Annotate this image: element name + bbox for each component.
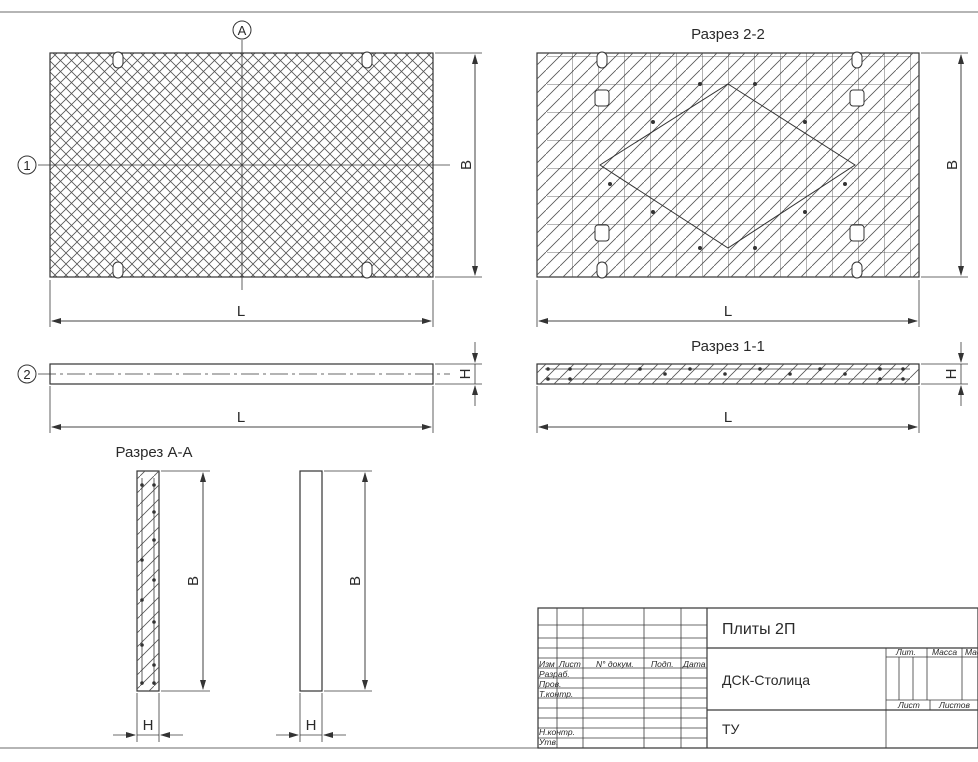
tb-col-izm: Изм [539,659,555,669]
tb-standard: ТУ [722,721,740,737]
end-view-dim-h: H [306,717,317,734]
tb-organization: ДСК-Столица [722,672,810,688]
axis-1-marker [17,155,37,175]
tb-col-list: Лист [558,659,581,669]
section-a-a-view: Разрез А-А B H [113,444,210,742]
tb-col-sign: Подп. [651,659,674,669]
section-2-2-dim-l: L [724,303,732,320]
section-2-2-title: Разрез 2-2 [691,26,765,43]
plan-dim-b: B [458,160,475,170]
section-2-2-view: Разрез 2-2 L [536,26,968,327]
side-dim-h: H [457,369,474,380]
plan-dim-l: L [237,303,245,320]
tb-row-prov: Пров. [539,679,561,689]
end-view-dim-b: B [347,576,364,586]
tb-lit: Лит. [895,647,916,657]
tb-sheet: Лист [897,700,920,710]
section-a-a-title: Разрез А-А [116,444,193,461]
axis-a-marker [232,20,252,40]
tb-row-tkontr: Т.контр. [539,689,573,699]
tb-scale: Масштаб [965,647,978,657]
side-view: 2 L H [17,342,482,433]
axis-1-label: 1 [23,158,30,173]
tb-row-nkontr: Н.контр. [539,727,575,737]
tb-sheets: Листов [938,700,971,710]
tb-col-doc: N° докум. [596,659,634,669]
plan-view: A 1 L B [17,20,482,327]
end-view: B H [276,470,372,742]
section-2-2-dim-b: B [944,160,961,170]
tb-row-razrab: Разраб. [539,669,570,679]
section-1-1-view: Разрез 1-1 L H [536,338,968,433]
section-a-a-dim-b: B [185,576,202,586]
tb-col-date: Дата [682,659,706,669]
axis-a-label: A [238,23,247,38]
axis-2-marker [17,364,37,384]
axis-2-label: 2 [23,367,30,382]
tb-title: Плиты 2П [722,621,795,638]
title-block: Изм Лист N° докум. Подп. Дата Разраб. Пр… [537,607,978,749]
section-a-a-dim-h: H [143,717,154,734]
tb-row-utv: Утв. [538,737,558,747]
side-dim-l: L [237,409,245,426]
section-1-1-dim-l: L [724,409,732,426]
tb-mass: Масса [932,647,957,657]
section-1-1-dim-h: H [943,369,960,380]
section-1-1-title: Разрез 1-1 [691,338,765,355]
